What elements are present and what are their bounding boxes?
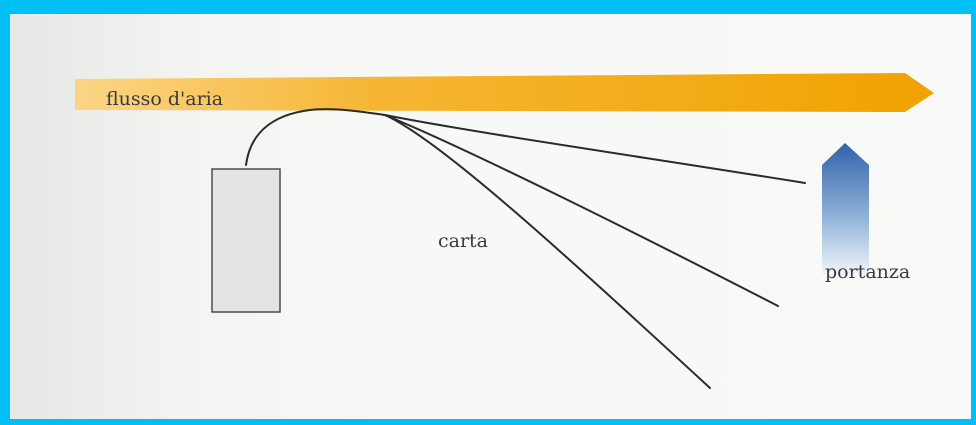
paper-strip-middle (384, 114, 779, 307)
paper-strip-top (245, 108, 806, 184)
paper-holder-block (211, 168, 281, 313)
lift-arrow (822, 143, 869, 275)
paper-label: carta (438, 230, 488, 252)
airflow-label: flusso d'aria (106, 88, 223, 110)
airflow-arrow (75, 73, 934, 112)
paper-strip-bottom (384, 114, 711, 389)
lift-label: portanza (825, 261, 910, 283)
paper-strips (245, 108, 806, 389)
